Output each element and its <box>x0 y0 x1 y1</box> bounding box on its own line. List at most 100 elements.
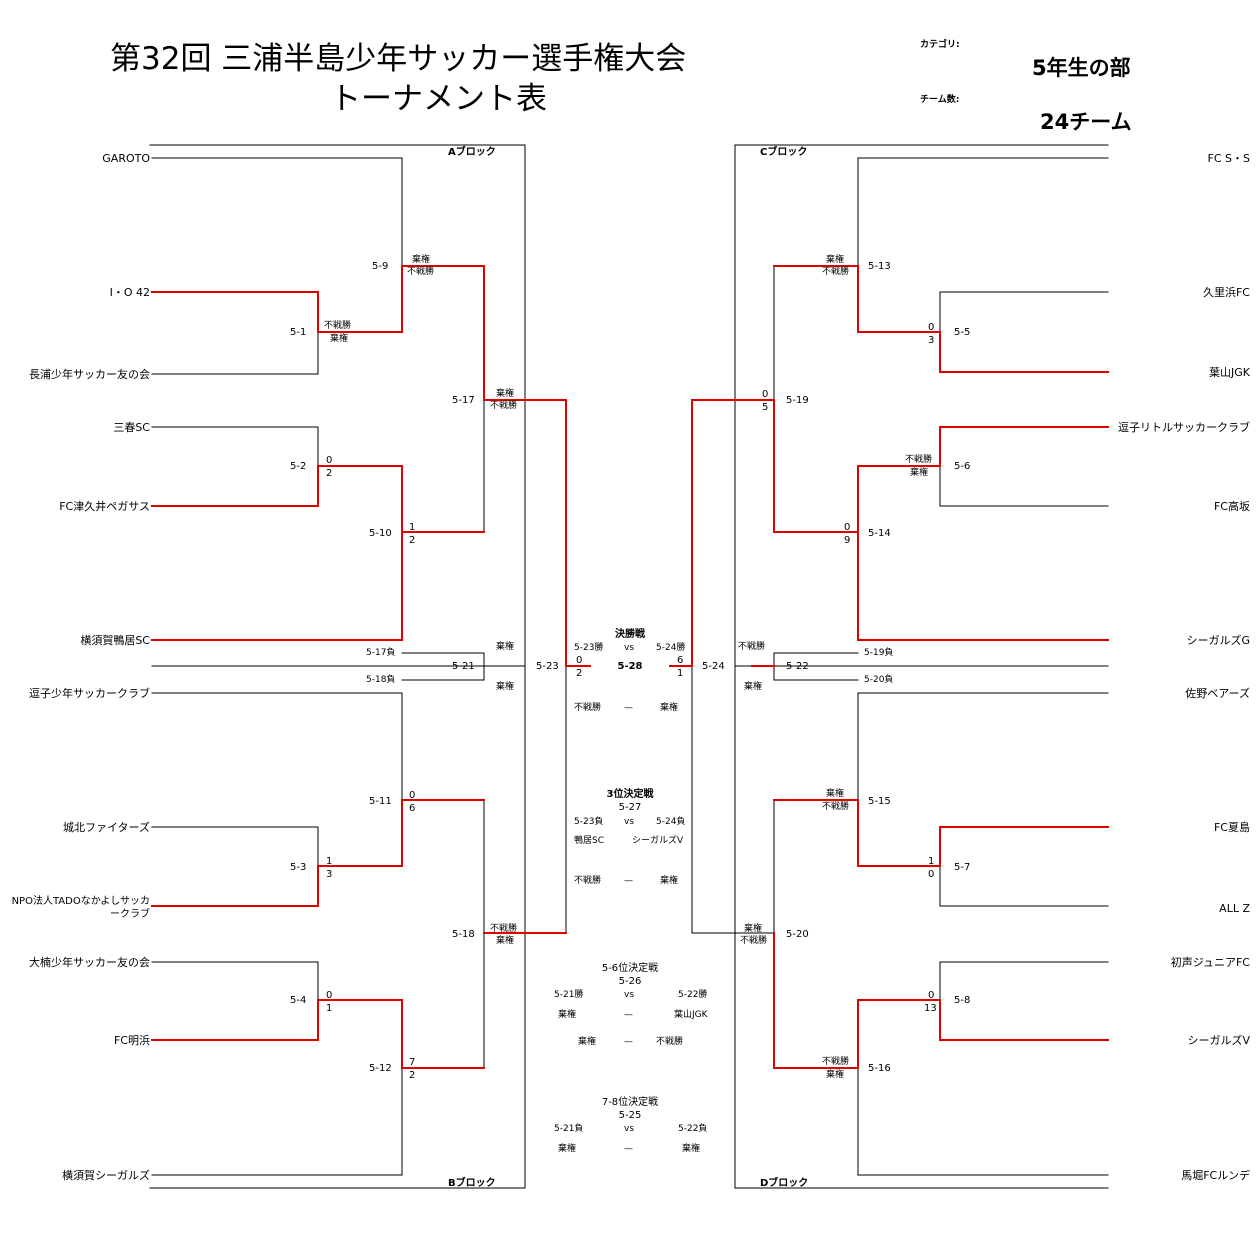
third-team-left: 鴨居SC <box>574 836 604 846</box>
match-number: 5-15 <box>868 796 891 807</box>
score: 1 <box>326 1003 333 1014</box>
fifth-left: 5-21勝 <box>554 990 584 1000</box>
score: 7 <box>409 1057 416 1068</box>
page-title: 第32回 三浦半島少年サッカー選手権大会 <box>110 41 687 77</box>
block-c-label: Cブロック <box>760 147 808 158</box>
score: 0 <box>844 522 851 533</box>
third-title: 3位決定戦 <box>606 789 654 800</box>
match-number: 5-1 <box>290 327 307 338</box>
block-b-label: Bブロック <box>448 1178 496 1189</box>
third-left: 5-23負 <box>574 817 604 827</box>
team-left: 城北ファイターズ <box>62 821 150 834</box>
third-vs: vs <box>624 817 635 827</box>
fifth-row1-right: 葉山JGK <box>674 1010 708 1020</box>
team-left-cont: ークラブ <box>110 909 150 920</box>
fifth-row1-dash: — <box>624 1010 633 1020</box>
seventh-code: 5-25 <box>618 1110 642 1121</box>
team-left: I・O 42 <box>109 286 150 299</box>
team-left: 横須賀鴨居SC <box>80 634 150 647</box>
result-forfeit: 棄権 <box>496 642 515 652</box>
loser-ref: 5-20負 <box>864 675 894 685</box>
match-number: 5-23 <box>536 661 559 672</box>
result-forfeit: 棄権 <box>744 682 763 692</box>
score: 0 <box>409 790 416 801</box>
match-number: 5-19 <box>786 395 809 406</box>
third-res-left: 不戦勝 <box>574 876 602 886</box>
team-right: 佐野ベアーズ <box>1185 687 1250 700</box>
score: 2 <box>409 535 416 546</box>
match-number: 5-22 <box>786 661 809 672</box>
third-right: 5-24負 <box>656 817 686 827</box>
score: 0 <box>762 389 769 400</box>
seventh-left: 5-21負 <box>554 1124 584 1134</box>
fifth-row2-dash: — <box>624 1037 633 1047</box>
block-a-label: Aブロック <box>448 147 496 158</box>
team-left: 長浦少年サッカー友の会 <box>29 368 150 381</box>
team-left: 三春SC <box>113 421 150 434</box>
final-dash: — <box>624 703 633 713</box>
fifth-title: 5-6位決定戦 <box>601 963 659 974</box>
score: 6 <box>409 803 416 814</box>
team-left: FC津久井ペガサス <box>59 500 150 513</box>
score: 5 <box>762 402 769 413</box>
fifth-code: 5-26 <box>618 976 642 987</box>
fifth-right: 5-22勝 <box>678 990 708 1000</box>
team-right: 葉山JGK <box>1209 366 1250 379</box>
result-walkover: 不戦勝 <box>324 321 352 331</box>
result-walkover: 不戦勝 <box>490 401 518 411</box>
match-number: 5-8 <box>954 995 971 1006</box>
result-walkover: 不戦勝 <box>490 924 518 934</box>
match-number: 5-20 <box>786 929 809 940</box>
team-right: FC夏島 <box>1213 821 1250 834</box>
team-right: 馬堀FCルンデ <box>1181 1169 1250 1182</box>
result-forfeit: 棄権 <box>412 255 431 265</box>
result-forfeit: 棄権 <box>826 789 845 799</box>
third-res-right: 棄権 <box>660 876 679 886</box>
result-walkover: 不戦勝 <box>905 455 933 465</box>
team-left: 逗子少年サッカークラブ <box>29 687 150 700</box>
third-team-right: シーガルズV <box>632 836 684 846</box>
score: 2 <box>576 668 583 679</box>
score: 3 <box>326 869 333 880</box>
result-forfeit: 棄権 <box>910 468 929 478</box>
score: 1 <box>326 856 333 867</box>
team-left: GAROTO <box>102 152 150 165</box>
team-right: 久里浜FC <box>1202 286 1250 299</box>
score: 0 <box>928 322 935 333</box>
seventh-row1-dash: — <box>624 1144 633 1154</box>
final-code: 5-28 <box>617 661 643 672</box>
result-forfeit: 棄権 <box>826 255 845 265</box>
fifth-row2-left: 棄権 <box>578 1037 597 1047</box>
score: 0 <box>576 655 583 666</box>
seventh-row1-left: 棄権 <box>558 1144 577 1154</box>
match-number: 5-18 <box>452 929 475 940</box>
score: 3 <box>928 335 935 346</box>
match-number: 5-16 <box>868 1063 891 1074</box>
fifth-row2-right: 不戦勝 <box>656 1037 684 1047</box>
result-forfeit: 棄権 <box>496 389 515 399</box>
team-count-value: 24チーム <box>1040 110 1132 134</box>
result-forfeit: 棄権 <box>826 1070 845 1080</box>
score: 13 <box>924 1003 937 1014</box>
match-number: 5-7 <box>954 862 971 873</box>
score: 1 <box>677 668 684 679</box>
score: 2 <box>409 1070 416 1081</box>
final-res-right: 棄権 <box>660 703 679 713</box>
team-right: シーガルズG <box>1186 634 1250 647</box>
fifth-vs: vs <box>624 990 635 1000</box>
team-left: 大楠少年サッカー友の会 <box>29 956 150 969</box>
match-number: 5-5 <box>954 327 971 338</box>
score: 1 <box>928 856 935 867</box>
result-forfeit: 棄権 <box>496 936 515 946</box>
result-walkover: 不戦勝 <box>822 267 850 277</box>
match-number: 5-3 <box>290 862 307 873</box>
result-forfeit: 棄権 <box>330 334 349 344</box>
match-number: 5-9 <box>372 261 389 272</box>
category-label: カテゴリ: <box>920 40 960 50</box>
team-right: FC高坂 <box>1213 500 1250 513</box>
category-value: 5年生の部 <box>1032 56 1131 80</box>
team-left: NPO法人TADOなかよしサッカ <box>11 896 150 907</box>
final-res-left: 不戦勝 <box>574 703 602 713</box>
team-left: FC明浜 <box>113 1034 150 1047</box>
team-right: 初声ジュニアFC <box>1170 956 1250 969</box>
